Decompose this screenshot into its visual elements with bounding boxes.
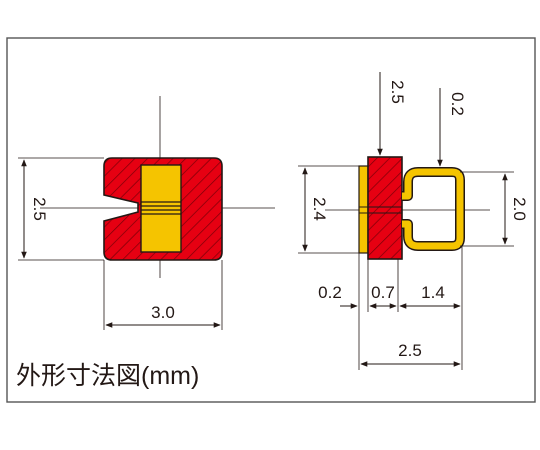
front-view: 2.5 3.0 (18, 96, 275, 330)
front-height-label: 2.5 (30, 197, 49, 221)
drawing-caption: 外形寸法図(mm) (16, 362, 199, 390)
outer-frame (6, 37, 536, 403)
side-clip-height-label: 2.0 (510, 197, 529, 221)
front-clip (140, 164, 182, 253)
side-body (367, 156, 403, 260)
front-width-label: 3.0 (151, 303, 175, 322)
side-body-height-label: 2.4 (310, 197, 329, 221)
side-body-thickness-label: 0.7 (371, 283, 395, 302)
side-total-depth-label: 2.5 (398, 341, 422, 360)
side-clip-wire-label: 0.2 (448, 92, 467, 116)
side-body-offset-label: 2.5 (388, 80, 407, 104)
side-front-plate (358, 165, 369, 254)
side-view: 2.4 2.5 0.2 2.0 0.2 0.7 1.4 2.5 (298, 72, 529, 370)
side-clip-depth-label: 1.4 (421, 283, 445, 302)
side-clip-wire-fill (402, 168, 464, 250)
side-plate-thickness-label: 0.2 (318, 283, 342, 302)
